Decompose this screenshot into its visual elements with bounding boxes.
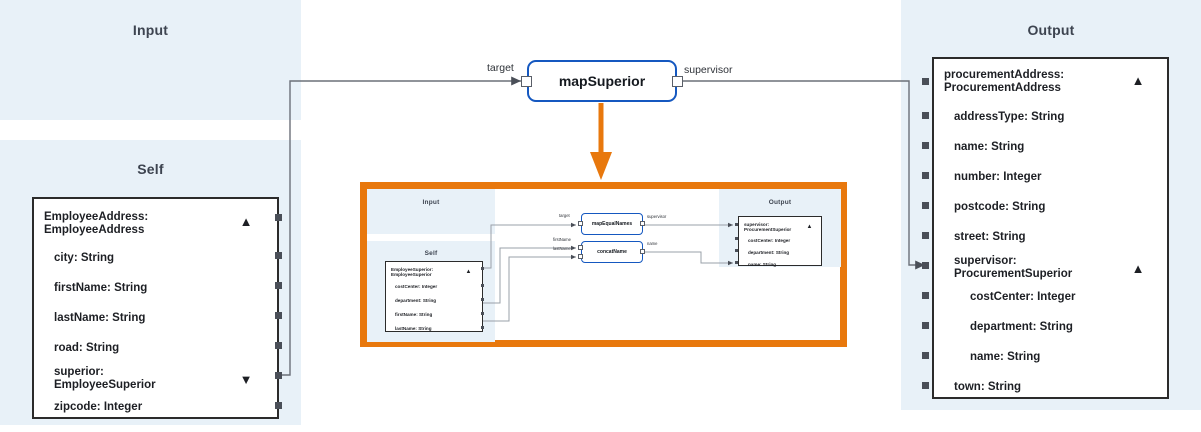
wire-self-firstname-to-concat — [482, 245, 576, 304]
expansion-edge-label-name: name — [647, 241, 658, 246]
output-port-town[interactable] — [922, 382, 929, 389]
expansion-self-port-root[interactable] — [481, 267, 484, 270]
chevron-up-icon[interactable]: ▲ — [1131, 261, 1145, 276]
output-node-header: procurementAddress: ProcurementAddress — [944, 69, 1065, 94]
self-field-superior: superior: EmployeeSuperior — [54, 366, 156, 391]
self-field-road: road: String — [54, 342, 120, 354]
output-port-costcenter[interactable] — [922, 292, 929, 299]
chevron-up-icon[interactable]: ▲ — [465, 269, 472, 275]
function-node-label: mapSuperior — [558, 73, 646, 89]
self-port-firstname[interactable] — [275, 282, 282, 289]
wire-self-lastname-to-concat — [482, 254, 576, 322]
expansion-self-port-costcenter[interactable] — [481, 284, 484, 287]
expansion-self-field-costcenter: costCenter: Integer — [395, 284, 438, 289]
function-output-port-supervisor[interactable] — [672, 76, 683, 87]
self-field-zipcode: zipcode: Integer — [54, 401, 143, 413]
self-port-root[interactable] — [275, 214, 282, 221]
output-port-postcode[interactable] — [922, 202, 929, 209]
expansion-self-port-firstname[interactable] — [481, 312, 484, 315]
output-field-town: town: String — [954, 381, 1022, 393]
self-field-firstname: firstName: String — [54, 282, 148, 294]
output-field-department: department: String — [970, 321, 1073, 333]
expansion-function-label-mapequalnames: mapEqualNames — [591, 221, 633, 227]
edge-label-target: target — [487, 62, 514, 74]
chevron-up-icon[interactable]: ▲ — [1131, 73, 1145, 88]
self-node-header: EmployeeAddress: EmployeeAddress — [44, 211, 149, 236]
output-port-name[interactable] — [922, 142, 929, 149]
output-structure-node[interactable]: procurementAddress: ProcurementAddress ▲… — [932, 57, 1169, 399]
output-port-supervisor[interactable] — [922, 262, 929, 269]
self-port-superior[interactable] — [275, 372, 282, 379]
expansion-output-port-department[interactable] — [735, 249, 738, 252]
output-port-department[interactable] — [922, 322, 929, 329]
chevron-up-icon[interactable]: ▲ — [239, 214, 253, 229]
output-port-street[interactable] — [922, 232, 929, 239]
self-structure-node[interactable]: EmployeeAddress: EmployeeAddress ▲ city:… — [32, 197, 279, 419]
expansion-output-port-root[interactable] — [735, 223, 738, 226]
output-field-supervisor-name: name: String — [970, 351, 1041, 363]
output-field-number: number: Integer — [954, 171, 1042, 183]
self-field-lastname: lastName: String — [54, 312, 146, 324]
chevron-down-icon[interactable]: ▼ — [239, 372, 253, 387]
expansion-self-field-firstname: firstName: String — [395, 312, 433, 317]
expansion-mapequalnames-input-target[interactable] — [578, 221, 583, 226]
expansion-lane-input: Input — [367, 189, 495, 234]
expansion-output-port-name[interactable] — [735, 261, 738, 264]
expansion-edge-label-lastname: lastName — [553, 246, 571, 251]
expansion-edge-label-supervisor: supervisor — [647, 214, 667, 219]
output-port-root[interactable] — [922, 78, 929, 85]
self-field-city: city: String — [54, 252, 115, 264]
lane-input: Input — [0, 0, 301, 120]
lane-input-title: Input — [132, 22, 169, 38]
expansion-lane-input-title: Input — [422, 199, 440, 206]
expansion-output-field-name: name: String — [748, 262, 777, 267]
output-field-street: street: String — [954, 231, 1026, 243]
expansion-output-port-costcenter[interactable] — [735, 237, 738, 240]
arrow-down-head-icon — [590, 152, 612, 180]
expansion-concatname-output-name[interactable] — [640, 249, 645, 254]
function-input-port-target[interactable] — [521, 76, 532, 87]
output-field-supervisor: supervisor: ProcurementSuperior — [954, 255, 1073, 280]
expansion-output-field-costcenter: costCenter: Integer — [748, 238, 791, 243]
expansion-lane-self-title: Self — [424, 250, 438, 257]
expansion-subdiagram[interactable]: Input Self Output EmployeeSuperior: Empl… — [360, 182, 847, 347]
self-port-zipcode[interactable] — [275, 402, 282, 409]
expansion-lane-output-title: Output — [768, 199, 792, 206]
expansion-self-field-department: department: String — [395, 298, 437, 303]
self-port-road[interactable] — [275, 342, 282, 349]
output-port-number[interactable] — [922, 172, 929, 179]
expansion-edge-label-target: target — [559, 213, 570, 218]
expansion-function-label-concatname: concatName — [597, 249, 627, 255]
lane-output-title: Output — [1027, 22, 1075, 38]
self-port-lastname[interactable] — [275, 312, 282, 319]
output-field-postcode: postcode: String — [954, 201, 1046, 213]
expansion-output-header: supervisor: ProcurementSuperior — [744, 222, 792, 233]
output-field-costcenter: costCenter: Integer — [970, 291, 1076, 303]
expansion-edge-label-firstname: firstName — [553, 237, 571, 242]
expansion-self-node[interactable]: EmployeeSuperior: EmployeeSuperior ▲ cos… — [385, 261, 483, 332]
expansion-mapequalnames-output-supervisor[interactable] — [640, 221, 645, 226]
output-port-addresstype[interactable] — [922, 112, 929, 119]
expansion-self-field-lastname: lastName: String — [395, 326, 432, 331]
output-field-name: name: String — [954, 141, 1025, 153]
expansion-self-port-lastname[interactable] — [481, 326, 484, 329]
expansion-function-node-concatname[interactable]: concatName — [581, 241, 643, 263]
expansion-self-port-department[interactable] — [481, 298, 484, 301]
expansion-function-node-mapequalnames[interactable]: mapEqualNames — [581, 213, 643, 235]
expansion-output-field-department: department: String — [748, 250, 790, 255]
expansion-self-header: EmployeeSuperior: EmployeeSuperior — [391, 267, 434, 278]
edge-label-supervisor: supervisor — [684, 64, 733, 76]
expansion-concatname-input-firstname[interactable] — [578, 245, 583, 250]
self-port-city[interactable] — [275, 252, 282, 259]
lane-self-title: Self — [137, 161, 164, 177]
expansion-concatname-input-lastname[interactable] — [578, 254, 583, 259]
function-node-mapsuperior[interactable]: mapSuperior — [527, 60, 677, 102]
chevron-up-icon[interactable]: ▲ — [806, 224, 813, 230]
output-field-addresstype: addressType: String — [954, 111, 1065, 123]
output-port-supervisor-name[interactable] — [922, 352, 929, 359]
expansion-output-node[interactable]: supervisor: ProcurementSuperior ▲ costCe… — [738, 216, 822, 267]
